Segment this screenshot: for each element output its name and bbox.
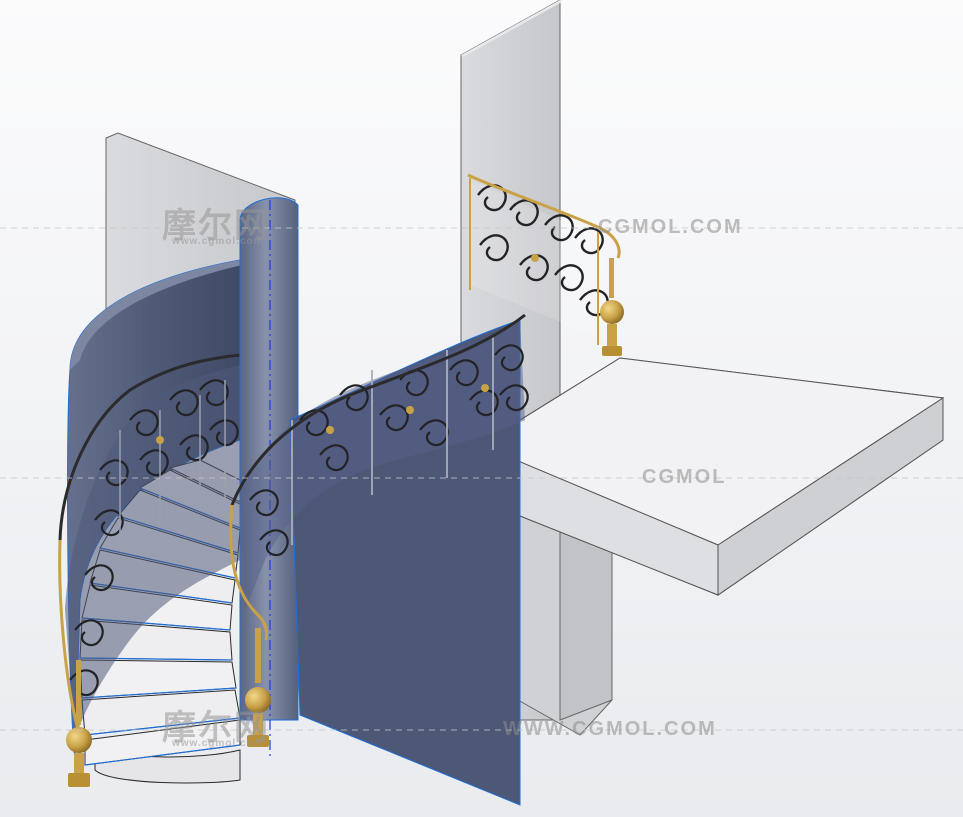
column-handrail xyxy=(229,504,269,641)
newel-post-landing xyxy=(600,258,624,356)
upper-landing xyxy=(478,357,945,596)
newel-post-middle xyxy=(245,628,271,747)
support-wall xyxy=(517,499,613,736)
landing-railing xyxy=(467,173,621,345)
newel-post-bottom xyxy=(66,660,92,787)
front-railing xyxy=(230,313,529,610)
left-railing xyxy=(58,353,241,740)
